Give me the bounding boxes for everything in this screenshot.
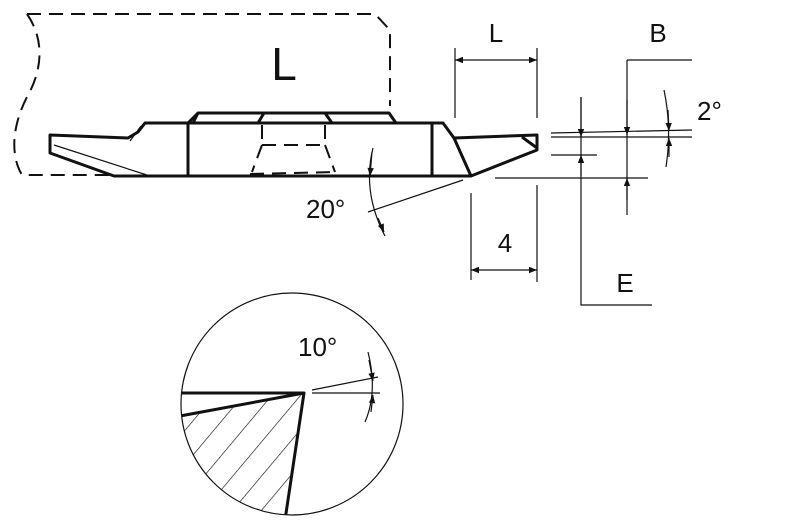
detail-view-circle bbox=[180, 292, 404, 516]
dimension-insert-length bbox=[454, 48, 538, 118]
e-label: E bbox=[616, 268, 633, 298]
b-label: B bbox=[649, 18, 666, 48]
holder-size-label: L bbox=[271, 38, 297, 90]
holder-outline-dashed bbox=[13, 13, 391, 176]
insert-side-view bbox=[48, 111, 539, 178]
insert-length-label: L bbox=[489, 18, 503, 48]
side-angle-label: 20° bbox=[306, 194, 345, 224]
dimension-side-angle bbox=[367, 147, 464, 237]
dimension-width bbox=[470, 185, 538, 282]
clearance-angle-label: 2° bbox=[697, 96, 722, 126]
rake-angle-label: 10° bbox=[298, 332, 337, 362]
width-label: 4 bbox=[498, 228, 512, 258]
dimension-B-E-angle bbox=[495, 59, 693, 306]
